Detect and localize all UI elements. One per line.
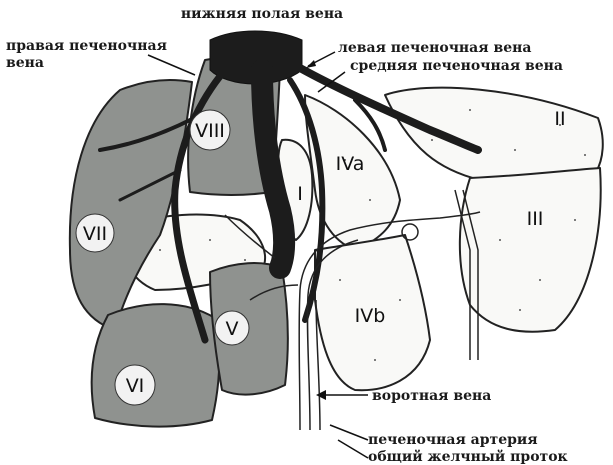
segment-i-label: I xyxy=(297,183,303,205)
segment-ii-shape xyxy=(385,88,603,180)
segment-vii-label: VII xyxy=(83,223,107,245)
segment-ivb-label: IVb xyxy=(355,305,386,327)
segment-ii-label: II xyxy=(554,108,565,130)
segment-v-label: V xyxy=(226,318,239,340)
segment-iva-label: IVa xyxy=(336,153,365,175)
common-bile-duct-label: общий желчный проток xyxy=(368,448,568,465)
segment-viii-label: VIII xyxy=(195,120,225,142)
ivc-trunk xyxy=(262,70,284,268)
right-hepatic-vein-label-line2: вена xyxy=(6,55,44,71)
segment-iii-label: III xyxy=(527,208,544,230)
ivc-label: нижняя полая вена xyxy=(181,6,343,22)
middle-hepatic-vein-label: средняя печеночная вена xyxy=(350,58,563,74)
right-hepatic-vein-label: правая печеночная xyxy=(6,38,167,54)
left-hepatic-vein-label: левая печеночная вена xyxy=(338,40,531,56)
hepatic-artery-label: печеночная артерия xyxy=(368,432,538,448)
segment-iii-shape xyxy=(460,168,601,332)
segment-vi-label: VI xyxy=(126,375,145,397)
portal-vein-label: воротная вена xyxy=(372,388,491,404)
